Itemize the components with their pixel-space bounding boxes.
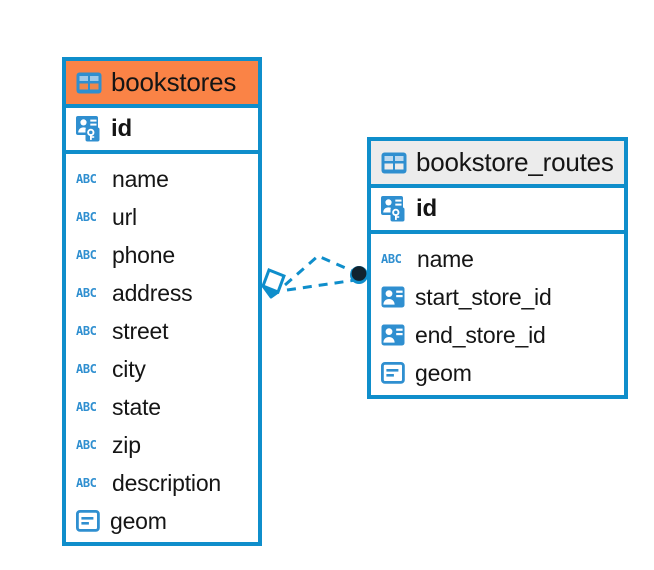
field-label: end_store_id [415,321,546,348]
field-row[interactable]: start_store_id [371,278,624,316]
diamond-endpoint[interactable] [261,268,286,299]
field-row[interactable]: ABC description [66,464,258,502]
entity-header-bookstores[interactable]: bookstores [66,61,258,108]
field-row[interactable]: ABC phone [66,236,258,274]
svg-text:ABC: ABC [76,438,97,452]
svg-text:ABC: ABC [76,476,97,490]
field-row[interactable]: ABC url [66,198,258,236]
svg-text:ABC: ABC [76,324,97,338]
abc-text-icon: ABC [381,252,408,266]
field-row[interactable]: geom [371,354,624,392]
primary-key-row-bookstores-id[interactable]: id [66,108,258,154]
abc-text-icon: ABC [76,324,103,338]
foreign-key-icon [381,324,406,346]
abc-text-icon: ABC [76,362,103,376]
foreign-key-icon [381,286,406,308]
svg-text:ABC: ABC [76,286,97,300]
field-list-bookstore-routes: ABC name start_store_id [371,234,624,400]
relationship-line-upper [284,254,358,287]
primary-key-row-bookstore-routes-id[interactable]: id [371,188,624,234]
field-label: geom [110,507,167,534]
field-row[interactable]: ABC state [66,388,258,426]
field-label: phone [112,241,175,268]
field-row[interactable]: ABC address [66,274,258,312]
field-label: name [417,245,474,272]
geometry-icon [380,361,406,385]
table-icon [76,72,102,94]
svg-text:ABC: ABC [76,362,97,376]
entity-table-bookstore-routes[interactable]: bookstore_routes id [367,137,628,399]
svg-text:ABC: ABC [76,248,97,262]
field-label: zip [112,431,141,458]
entity-title-bookstores: bookstores [111,67,237,97]
field-row[interactable]: ABC city [66,350,258,388]
field-row[interactable]: ABC zip [66,426,258,464]
abc-text-icon: ABC [76,248,103,262]
field-row[interactable]: end_store_id [371,316,624,354]
abc-text-icon: ABC [76,438,103,452]
field-row[interactable]: ABC street [66,312,258,350]
field-row[interactable]: ABC name [66,160,258,198]
svg-text:ABC: ABC [76,210,97,224]
svg-text:ABC: ABC [381,252,402,266]
field-label: state [112,393,161,420]
abc-text-icon: ABC [76,172,103,186]
svg-text:ABC: ABC [76,400,97,414]
entity-header-bookstore-routes[interactable]: bookstore_routes [371,141,624,188]
primary-key-label-bookstore-routes-id: id [416,195,437,222]
field-list-bookstores: ABC name ABC url ABC p [66,154,258,548]
geometry-icon [75,509,101,533]
primary-key-icon [381,196,407,222]
field-label: name [112,165,169,192]
entity-table-bookstores[interactable]: bookstores id [62,57,262,546]
table-icon [381,152,407,174]
abc-text-icon: ABC [76,210,103,224]
filled-circle-endpoint[interactable] [350,266,368,284]
field-label: street [112,317,169,344]
abc-text-icon: ABC [76,476,103,490]
field-label: start_store_id [415,283,552,310]
primary-key-label-bookstores-id: id [111,115,132,142]
abc-text-icon: ABC [76,400,103,414]
svg-text:ABC: ABC [76,172,97,186]
relationship-line-lower [286,278,357,292]
field-label: url [112,203,137,230]
primary-key-icon [76,116,102,142]
field-label: city [112,355,146,382]
field-row[interactable]: geom [66,502,258,540]
field-label: geom [415,359,472,386]
entity-title-bookstore-routes: bookstore_routes [416,147,614,177]
field-label: description [112,469,222,496]
abc-text-icon: ABC [76,286,103,300]
field-row[interactable]: ABC name [371,240,624,278]
field-label: address [112,279,193,306]
